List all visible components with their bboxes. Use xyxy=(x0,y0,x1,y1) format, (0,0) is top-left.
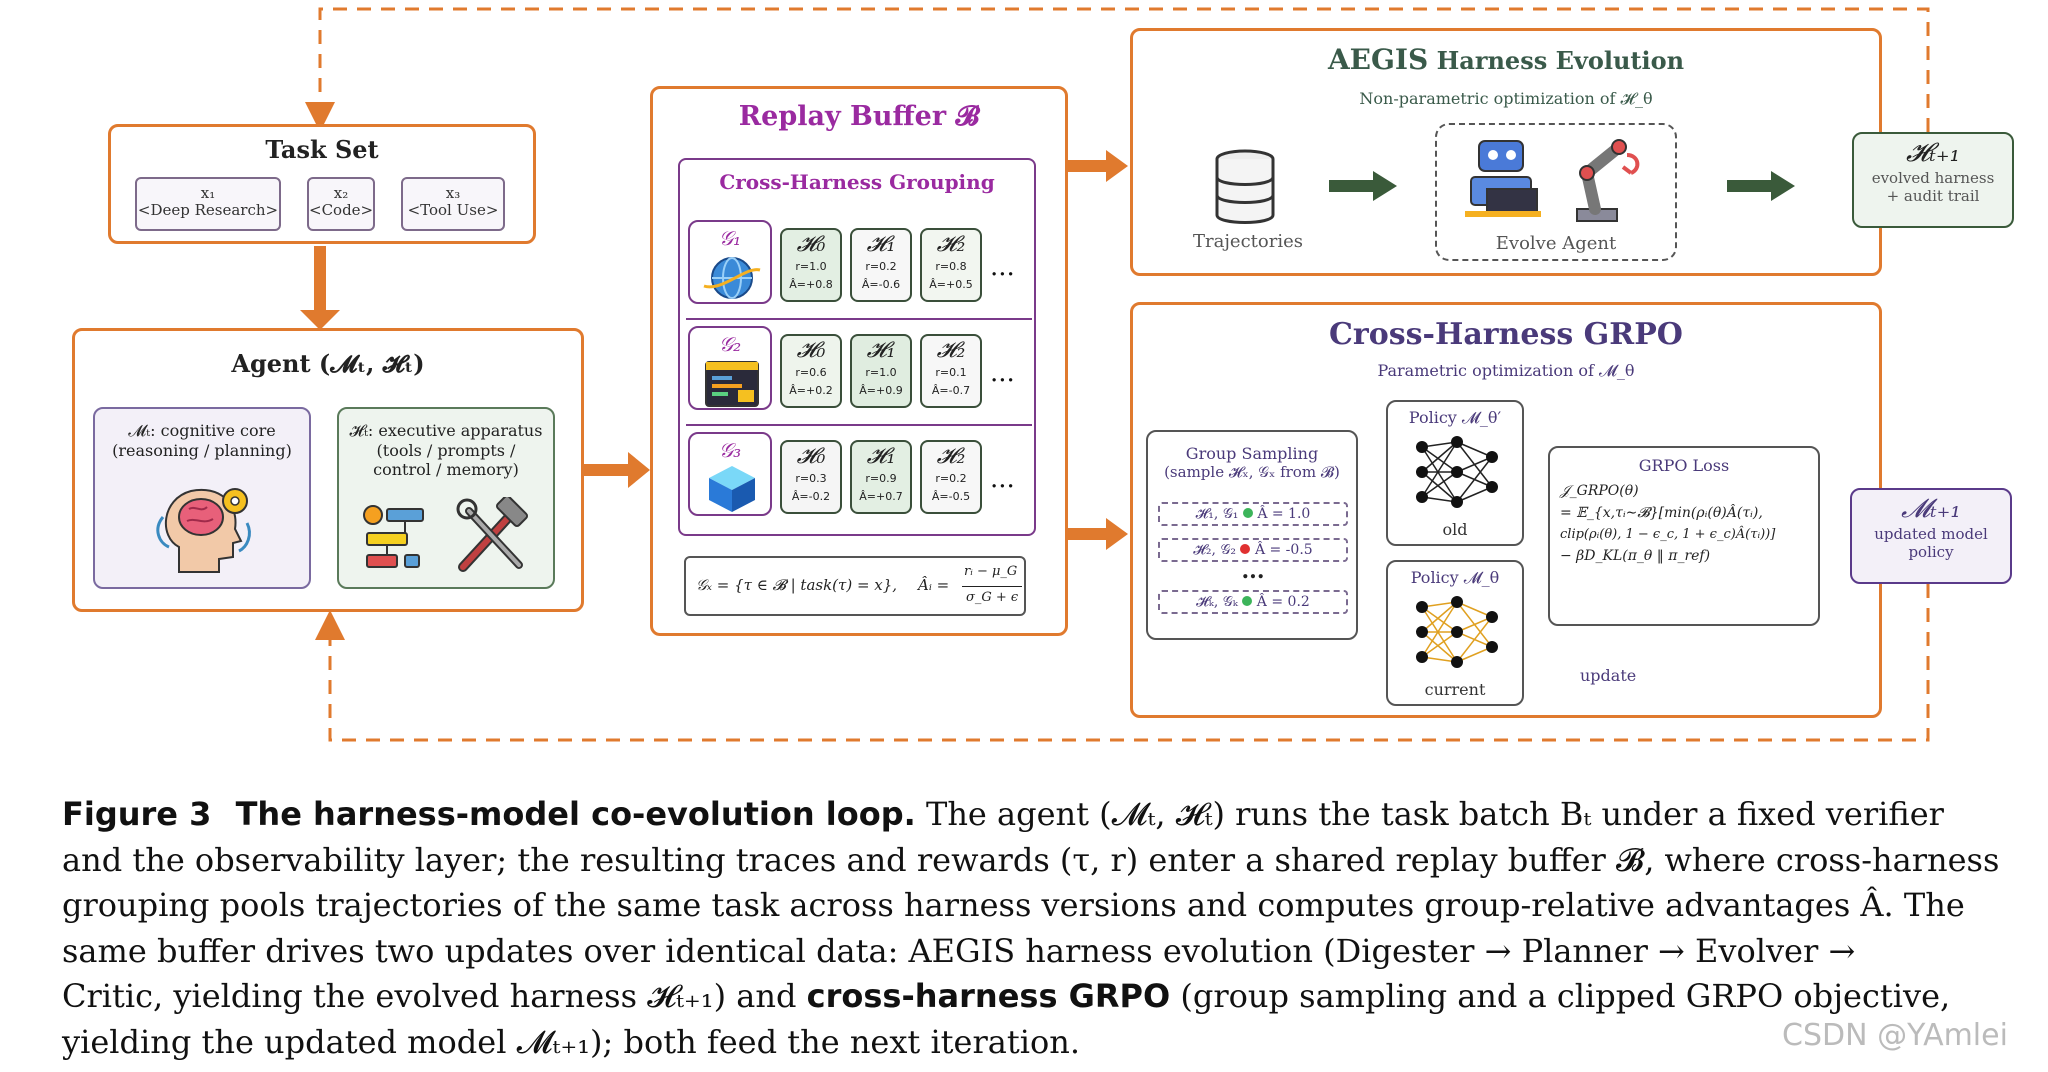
aegis-subtitle: Non-parametric optimization of 𝓗_θ xyxy=(1359,89,1653,108)
evolve-agent-label: Evolve Agent xyxy=(1495,233,1617,254)
robot-icon xyxy=(1465,140,1541,217)
group-2-card: 𝒢₂ xyxy=(688,326,772,410)
g2-h2-cell: 𝓗₂ r=0.1 Â=-0.7 xyxy=(920,334,982,408)
grouping-formula-box: 𝒢ₓ = {τ ∈ 𝓑 | task(τ) = x}, Âᵢ = rᵢ − μ_… xyxy=(684,556,1026,616)
group-row-2 xyxy=(686,318,1032,424)
globe-icon xyxy=(703,257,761,299)
brain-gear-icon xyxy=(156,488,251,573)
update-label: update xyxy=(1580,666,1637,685)
feedback-loop-bottom xyxy=(315,560,1930,742)
sample-row-1: 𝓗₁, 𝒢₁ Â = 1.0 xyxy=(1158,502,1348,526)
figure-number: Figure 3 xyxy=(62,795,212,833)
g2-h0-cell: 𝓗₀ r=0.6 Â=+0.2 xyxy=(780,334,842,408)
feedback-loop-top xyxy=(305,7,1930,180)
cross-harness-grouping-panel: Cross-Harness Grouping xyxy=(678,158,1036,536)
aegis-title: AEGIS Harness Evolution xyxy=(1327,43,1685,76)
arrow-to-evolve xyxy=(1329,171,1397,201)
group-3-card: 𝒢₃ xyxy=(688,432,772,516)
g1-ellipsis: ... xyxy=(990,252,1015,282)
loss-line-1: 𝒥_GRPO(θ) xyxy=(1560,483,1639,499)
policy-old-label: old xyxy=(1442,520,1468,539)
grpo-panel: Cross-Harness GRPO Parametric optimizati… xyxy=(1130,302,1882,718)
g2-ellipsis: ... xyxy=(990,358,1015,388)
workflow-icon xyxy=(363,505,424,568)
g3-h2-cell: 𝓗₂ r=0.2 Â=-0.5 xyxy=(920,440,982,514)
model-core-card: 𝓜ₜ: cognitive core (reasoning / planning… xyxy=(93,407,311,589)
g3-h1-cell: 𝓗₁ r=0.9 Â=+0.7 xyxy=(850,440,912,514)
sample-row-k: 𝓗ₖ, 𝒢ₖ Â = 0.2 xyxy=(1158,590,1348,614)
policy-current-box: Policy 𝓜_θ current xyxy=(1386,560,1524,706)
g2-h1-cell: 𝓗₁ r=1.0 Â=+0.9 xyxy=(850,334,912,408)
code-window-icon xyxy=(705,361,759,407)
evolve-agent-box: Evolve Agent xyxy=(1435,123,1677,261)
caption-line-5: Critic, yielding the evolved harness 𝓗ₜ₊… xyxy=(62,977,1951,1015)
figure-caption: Figure 3 The harness-model co-evolution … xyxy=(62,792,2022,1065)
neural-network-icon xyxy=(1416,436,1498,508)
loss-line-3: clip(ρᵢ(θ), 1 − ϵ_c, 1 + ϵ_c)Â(τᵢ))] xyxy=(1560,527,1776,542)
trajectories-label: Trajectories xyxy=(1193,231,1303,252)
group-1-card: 𝒢₁ xyxy=(688,220,772,304)
advantage-lhs: Âᵢ = xyxy=(918,576,950,594)
watermark: CSDN @YAmlei xyxy=(1782,1018,2008,1053)
task-chip-code: x₂ <Code> xyxy=(307,177,375,231)
policy-current-label: current xyxy=(1424,680,1486,699)
g1-h2-cell: 𝓗₂ r=0.8 Â=+0.5 xyxy=(920,228,982,302)
robot-arm-icon xyxy=(1576,139,1640,222)
caption-line-3: grouping pools trajectories of the same … xyxy=(62,886,1965,924)
sample-row-2: 𝓗₂, 𝒢₂ Â = -0.5 xyxy=(1158,538,1348,562)
g3-h0-cell: 𝓗₀ r=0.3 Â=-0.2 xyxy=(780,440,842,514)
caption-line-4: same buffer drives two updates over iden… xyxy=(62,931,1856,970)
status-dot-red xyxy=(1240,544,1251,554)
replay-buffer-title: Replay Buffer 𝓑 xyxy=(738,101,980,132)
task-chip-deep-research: x₁ <Deep Research> xyxy=(135,177,281,231)
evolved-harness-box: 𝓗ₜ₊₁ evolved harness + audit trail xyxy=(1852,132,2014,228)
advantage-denominator: σ_G + ϵ xyxy=(966,590,1019,605)
tools-icon xyxy=(456,497,529,572)
figure-title: The harness-model co-evolution loop. xyxy=(235,795,916,833)
task-set-title: Task Set xyxy=(265,135,379,164)
sample-ellipsis: ... xyxy=(1241,558,1265,584)
grpo-title: Cross-Harness GRPO xyxy=(1329,317,1683,352)
grpo-loss-box: GRPO Loss 𝒥_GRPO(θ) = 𝔼_{x,τᵢ∼𝓑}[min(ρᵢ(… xyxy=(1548,446,1820,626)
neural-network-icon xyxy=(1416,596,1498,668)
cube-icon xyxy=(709,466,755,512)
group-sampling-box: Group Sampling (sample 𝓗ₓ, 𝒢ₓ from 𝓑) xyxy=(1146,430,1358,640)
group-definition: 𝒢ₓ = {τ ∈ 𝓑 | task(τ) = x}, xyxy=(696,576,898,594)
agent-panel: Agent (𝓜ₜ, 𝓗ₜ) 𝓜ₜ: cognitive core (reaso… xyxy=(72,328,584,612)
policy-old-box: Policy 𝓜_θ′ old xyxy=(1386,400,1524,546)
grpo-subtitle: Parametric optimization of 𝓜_θ xyxy=(1377,361,1635,380)
database-icon xyxy=(1215,149,1275,224)
g1-h0-cell: 𝓗₀ r=1.0 Â=+0.8 xyxy=(780,228,842,302)
status-dot-green xyxy=(1242,508,1253,518)
loss-line-2: = 𝔼_{x,τᵢ∼𝓑}[min(ρᵢ(θ)Â(τᵢ), xyxy=(1560,505,1763,521)
arrow-to-evolved-harness xyxy=(1727,171,1795,201)
updated-model-box: 𝓜ₜ₊₁ updated model policy xyxy=(1850,488,2012,584)
caption-line-6: yielding the updated model 𝓜ₜ₊₁); both f… xyxy=(62,1022,1080,1061)
task-set-panel: Task Set x₁ <Deep Research> x₂ <Code> x₃… xyxy=(108,124,536,244)
status-dot-green xyxy=(1242,596,1253,606)
harness-apparatus-card: 𝓗ₜ: executive apparatus (tools / prompts… xyxy=(337,407,555,589)
task-chip-tool-use: x₃ <Tool Use> xyxy=(401,177,505,231)
group-row-3 xyxy=(686,424,1032,530)
g3-ellipsis: ... xyxy=(990,464,1015,494)
g1-h1-cell: 𝓗₁ r=0.2 Â=-0.6 xyxy=(850,228,912,302)
caption-line-1: Figure 3 The harness-model co-evolution … xyxy=(62,795,1944,833)
loss-line-4: − βD_KL(π_θ ‖ π_ref) xyxy=(1560,548,1711,564)
aegis-panel: AEGIS Harness Evolution Non-parametric o… xyxy=(1130,28,1882,276)
advantage-numerator: rᵢ − μ_G xyxy=(964,564,1018,579)
caption-line-2: and the observability layer; the resulti… xyxy=(62,840,2000,879)
agent-title: Agent (𝓜ₜ, 𝓗ₜ) xyxy=(231,349,425,378)
